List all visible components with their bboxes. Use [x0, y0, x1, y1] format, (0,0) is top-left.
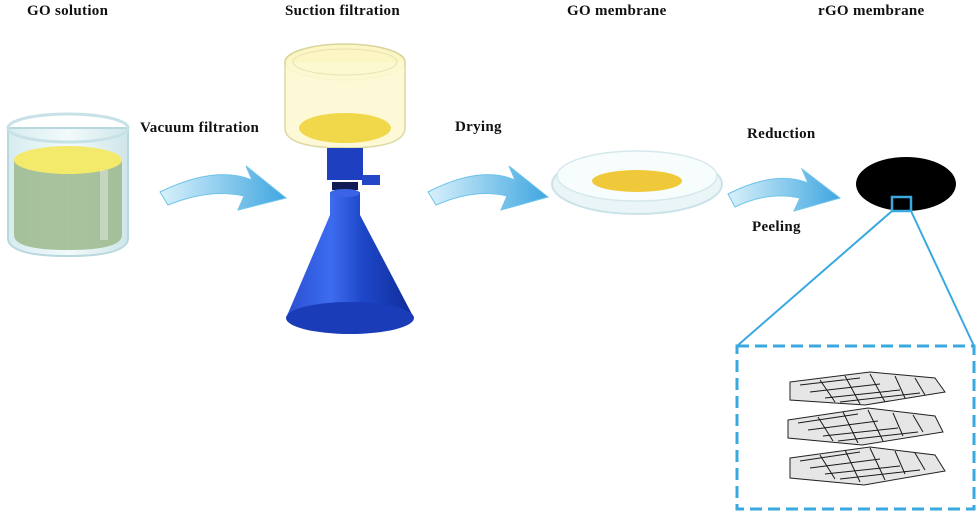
label-go-membrane: GO membrane	[567, 3, 667, 19]
graphene-layers-icon	[787, 371, 946, 486]
label-drying: Drying	[455, 119, 502, 135]
label-vacuum-filtration: Vacuum filtration	[140, 120, 260, 136]
arrow-vacuum-filtration	[159, 165, 288, 211]
zoom-marker	[890, 195, 913, 213]
petri-dish-icon	[551, 150, 723, 215]
label-go-solution: GO solution	[27, 3, 109, 19]
zoom-line-left	[736, 210, 893, 347]
label-reduction: Reduction	[747, 126, 816, 142]
arrow-reduction	[727, 167, 842, 212]
vacuum-flask-icon	[286, 148, 414, 334]
zoom-line-right	[910, 210, 975, 347]
arrow-drying	[427, 165, 550, 211]
rgo-membrane-disc	[856, 157, 956, 211]
label-rgo-membrane: rGO membrane	[818, 3, 925, 19]
filter-funnel-icon	[284, 43, 406, 149]
label-suction-filtration: Suction filtration	[285, 3, 400, 19]
label-peeling: Peeling	[752, 219, 801, 235]
beaker-icon	[6, 112, 130, 258]
